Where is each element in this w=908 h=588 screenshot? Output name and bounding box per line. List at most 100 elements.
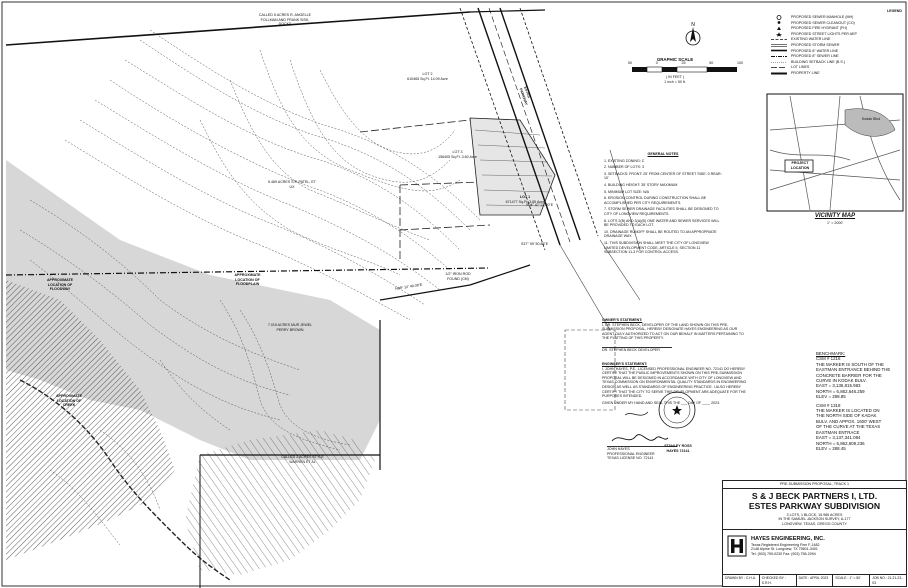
engineers-statement-title: ENGINEER'S STATEMENT: <box>602 362 648 366</box>
general-note-item: 5. MINIMUM LOT SIZE: N/A <box>604 189 650 194</box>
dash-symbol-icon <box>771 39 787 41</box>
vicinity-map-drawing <box>766 93 904 212</box>
contour-lines <box>19 29 481 546</box>
legend-item: EXISTING WATER LINE <box>770 37 902 43</box>
legend-item-label: PROPOSED 8" SEWER LINE <box>791 54 839 59</box>
estes-parkway-road <box>459 7 599 251</box>
iron-rod-label: 1/2" IRON ROD FOUND (CM) <box>445 272 471 281</box>
title-line-3: LONGVIEW, TEXAS, GREGG COUNTY <box>782 521 847 526</box>
benchmark-line: EAST = 3,137,341.084 <box>816 435 861 441</box>
project-location-label: PROJECT LOCATION <box>790 161 810 170</box>
lot-lines <box>359 119 491 260</box>
benchmark-line: OF THE CURVE AT THE TEXAS <box>816 424 881 430</box>
drawing-date: DATE : APRIL 2023 <box>797 575 834 586</box>
benchmark-line: THE MARKER IS SOUTH OF THE <box>816 361 884 367</box>
legend-item: PROPOSED SEWER MANHOLE (MH) <box>770 14 902 21</box>
firm-line-3: Tel. (903) 759-0230 Fax: (903) 758-2094 <box>751 551 816 556</box>
legend-item: PROPOSED 8" WATER LINE <box>770 48 902 54</box>
east-features <box>559 149 641 411</box>
scale-tick: 100 <box>737 61 743 65</box>
floodway-hatch-left <box>6 280 175 560</box>
benchmark-line: ELEV = 288.85 <box>816 394 846 400</box>
graphic-scale-unit: ( IN FEET ) <box>665 75 685 79</box>
engineer-license: TEXAS LICENSE NO. 72141 <box>607 456 654 461</box>
legend-item: PROPERTY LINE <box>770 71 902 77</box>
legend-title: LEGEND <box>887 9 902 13</box>
firm-name: HAYES ENGINEERING, INC. <box>751 536 825 543</box>
graphic-scale-ratio: 1 inch = 50 ft. <box>664 80 686 84</box>
benchmark-line: CONCRETE BARRIER FOR THE <box>816 372 882 378</box>
firm-line-1: Texas Registered Engineering Firm F-1482 <box>751 542 820 547</box>
firm-line-2: 2148 Alpine St. Longview, TX 75601-3401 <box>751 547 818 552</box>
legend-item-label: LOT LINES <box>791 65 810 70</box>
vicinity-map-title: VICINITY MAP <box>814 213 856 219</box>
property-boundary <box>5 9 546 588</box>
engineer-seal <box>658 391 696 429</box>
benchmark-line: THE MARKER IS LOCATED ON <box>816 408 880 414</box>
adjacent-owner-top: CALLED 5 ACRES R. ANGELLE FOLLMAN AND FR… <box>258 13 312 27</box>
general-note-item: 6. EROSION CONTROL DURING CONSTRUCTION S… <box>604 196 707 205</box>
general-note-item: 7. STORM SEWER DRAINAGE FACILITIES SHALL… <box>604 207 719 216</box>
general-note-item: 10. DRAINAGE RUNOFF SHALL BE ROUTED TO A… <box>604 229 717 239</box>
benchmark-line: CSM # 1318 <box>816 402 841 408</box>
graphic-scale-ticks: 50 0 25 50 100 <box>628 61 743 66</box>
general-note-item: 1. EXISTING ZONING: C <box>604 158 645 163</box>
proposal-label: PRE-SUBMISSION PROPOSAL, TRACK 1 <box>723 481 906 489</box>
vicinity-road-label: Kodak Blvd <box>861 117 881 121</box>
general-note-item: 4. BUILDING HEIGHT: 35' STORY MAXIMUM <box>604 182 678 187</box>
general-notes-title: GENERAL NOTES <box>647 152 679 156</box>
title-line-1: 3 LOTS, 1 BLOCK, 15.986 ACRES <box>786 512 843 517</box>
legend-item: BUILDING SETBACK LINE (B.S.) <box>770 59 902 65</box>
tract-label: 5.469 ACRES S.P. PATEL, ET UX <box>268 180 316 189</box>
owners-statement-body: I, DR. STEPHEN BECK, DEVELOPER OF THE LA… <box>602 322 744 341</box>
legend-item-label: BUILDING SETBACK LINE (B.S.) <box>791 59 845 64</box>
title-block: PRE-SUBMISSION PROPOSAL, TRACK 1 S & J B… <box>722 480 907 587</box>
engineer-signature-block: JOHN HAYES PROFESSIONAL ENGINEER TEXAS L… <box>607 446 677 461</box>
bearing-label-2: S04° 47' 22.20"E <box>526 203 554 207</box>
legend-item: PROPOSED STORM SEWER <box>770 43 902 49</box>
lot2-label: LOT 2 610465 Sq.Ft. 14.09 Acre <box>407 72 448 81</box>
owner-signer: DR. STEPHEN BECK DEVELOPER <box>602 346 672 353</box>
benchmark-line: CURVE IN KODAK BULV. <box>816 378 867 384</box>
general-note-item: 11. THIS SUBDIVISION SHALL MEET THE CITY… <box>604 240 709 255</box>
vicinity-map-scale: 1" = 2000' <box>826 221 844 225</box>
benchmark-line: EASTMAN ENTRACE <box>816 429 860 435</box>
floodway-hatch-right <box>185 430 375 575</box>
general-note-item: 3. SETBACKS: FRONT: 25' FROM CENTER OF S… <box>604 171 722 181</box>
engineers-statement: ENGINEER'S STATEMENT: I, JOHN HAYES, P.E… <box>602 362 748 405</box>
thick-symbol-icon <box>771 50 787 52</box>
job-number: JOB NO.: 21-21-23-03 <box>872 576 903 585</box>
owners-statement: OWNER'S STATEMENT: I, DR. STEPHEN BECK, … <box>602 318 748 353</box>
benchmark-line: NORTH = 6,862,609.236 <box>816 440 865 446</box>
lot3-label: LOT 3 156405 Sq.Ft. 3.60 Acre <box>438 150 477 159</box>
double-symbol-icon <box>771 44 787 47</box>
legend-item-label: EXISTING WATER LINE <box>791 37 831 42</box>
thin-symbol-icon <box>771 61 787 63</box>
benchmark-line: THE NORTH SIDE OF KADAK <box>816 413 877 419</box>
engineer-signer-name: JOHN HAYES <box>607 446 677 452</box>
benchmark-line: CSM # 1216 <box>816 356 841 362</box>
legend-item-label: PROPOSED SEWER CLEANOUT (CO) <box>791 20 855 25</box>
owner-name-title: S & J BECK PARTNERS I, LTD. <box>751 490 878 501</box>
lot1-label: LOT 1 671477 Sq.Ft. 3.85 Acre <box>505 195 545 204</box>
legend-item-label: PROPERTY LINE <box>791 71 820 76</box>
floodway-label: APPROXIMATE LOCATION OF FLOODWAY <box>46 278 74 292</box>
benchmark-line: EAST = 3,136,815.983 <box>816 383 861 389</box>
benchmark-title: BENCHMARK: <box>816 351 846 356</box>
hayes-logo-icon <box>727 535 747 557</box>
svg-text:N: N <box>691 22 695 28</box>
legend: LEGEND PROPOSED SEWER MANHOLE (MH)PROPOS… <box>770 9 902 76</box>
dot-symbol-icon <box>777 21 781 25</box>
checked-by: CHECKED BY : S.R.H. <box>760 575 797 586</box>
engineer-signer-title: PROFESSIONAL ENGINEER <box>607 451 655 456</box>
firm-block: HAYES ENGINEERING, INC. Texas Registered… <box>723 529 906 562</box>
graphic-scale-bar <box>632 66 737 73</box>
legend-item-label: PROPOSED STORM SEWER <box>791 43 840 48</box>
engineer-signature <box>611 434 669 442</box>
legend-item-label: PROPOSED SEWER MANHOLE (MH) <box>791 15 854 20</box>
drawn-by: DRAWN BY : C.H.A. <box>723 575 760 586</box>
